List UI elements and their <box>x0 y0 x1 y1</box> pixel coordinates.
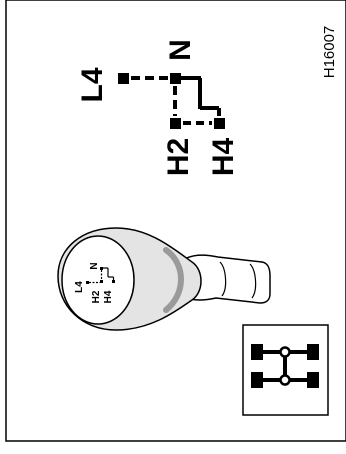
knob-label-n: N <box>89 262 100 269</box>
gate-h4 <box>214 118 225 129</box>
gate-h2 <box>170 118 181 129</box>
figure-id: H16007 <box>321 26 338 79</box>
knob-label-h4: H4 <box>103 290 114 303</box>
gate-l4 <box>118 73 129 84</box>
shift-paths <box>131 76 221 125</box>
four-wheel-drive-icon <box>242 324 329 416</box>
shift-knob-icon: L4 N H2 H4 <box>57 227 271 331</box>
label-l4: L4 <box>76 67 109 102</box>
shift-pattern: L4 N H2 H4 <box>76 39 240 176</box>
knob-pattern: L4 N H2 H4 <box>74 262 115 303</box>
knob-label-l4: L4 <box>74 281 85 293</box>
label-h2: H2 <box>162 138 195 176</box>
label-h4: H4 <box>207 138 240 177</box>
knob-label-h2: H2 <box>91 290 102 303</box>
figure-frame <box>5 0 346 442</box>
label-n: N <box>164 39 197 61</box>
